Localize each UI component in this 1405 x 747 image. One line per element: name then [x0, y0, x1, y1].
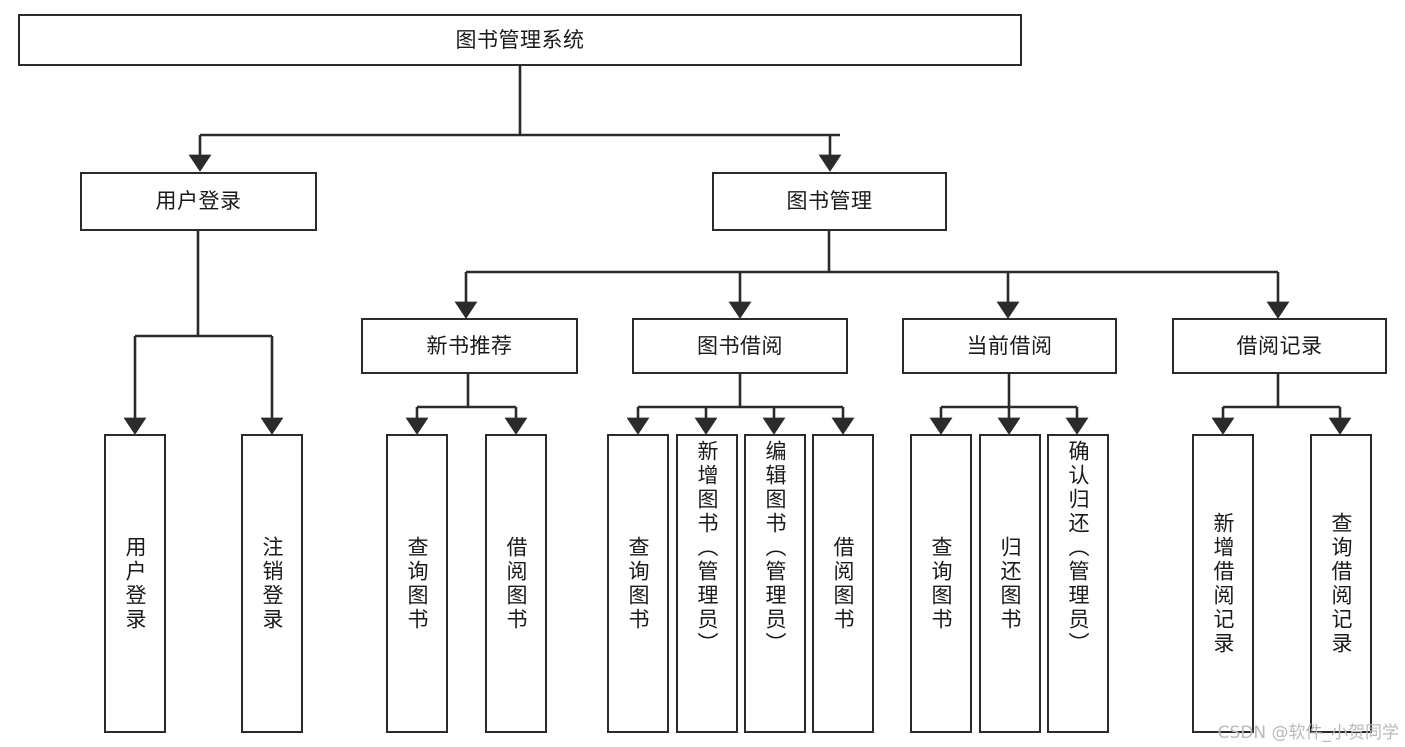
leaf-current-query-book[interactable]: 查询图书 — [910, 434, 972, 733]
leaf-current-confirm-return[interactable]: 确认归还（管理员） — [1047, 434, 1109, 733]
leaf-current-confirm-return-label: 确认归还（管理员） — [1066, 440, 1091, 656]
node-book-management-label: 图书管理 — [786, 189, 873, 214]
leaf-borrow-edit-book[interactable]: 编辑图书（管理员） — [744, 434, 806, 733]
node-current-borrow-label: 当前借阅 — [966, 333, 1053, 358]
node-borrow-record[interactable]: 借阅记录 — [1172, 318, 1387, 374]
leaf-current-return-book-label: 归还图书 — [998, 535, 1023, 632]
node-user-login-label: 用户登录 — [155, 189, 242, 214]
node-root[interactable]: 图书管理系统 — [18, 14, 1022, 66]
leaf-current-return-book[interactable]: 归还图书 — [979, 434, 1041, 733]
node-new-book-recommend[interactable]: 新书推荐 — [361, 318, 578, 374]
leaf-new-book-borrow[interactable]: 借阅图书 — [485, 434, 547, 733]
leaf-borrow-edit-book-label: 编辑图书（管理员） — [763, 440, 788, 656]
leaf-user-login-login-label: 用户登录 — [123, 535, 148, 632]
node-book-borrow-label: 图书借阅 — [697, 333, 783, 358]
node-root-label: 图书管理系统 — [455, 27, 585, 52]
leaf-borrow-borrow-book-label: 借阅图书 — [831, 535, 856, 632]
node-book-management[interactable]: 图书管理 — [712, 172, 947, 231]
leaf-borrow-query-book-label: 查询图书 — [626, 535, 651, 632]
leaf-record-add-label: 新增借阅记录 — [1211, 511, 1236, 656]
leaf-user-login-login[interactable]: 用户登录 — [104, 434, 166, 733]
leaf-user-login-logout-label: 注销登录 — [260, 535, 285, 632]
node-borrow-record-label: 借阅记录 — [1236, 333, 1323, 358]
leaf-borrow-query-book[interactable]: 查询图书 — [607, 434, 669, 733]
leaf-user-login-logout[interactable]: 注销登录 — [241, 434, 303, 733]
leaf-current-query-book-label: 查询图书 — [929, 535, 954, 632]
node-current-borrow[interactable]: 当前借阅 — [902, 318, 1117, 374]
watermark-text: CSDN @软件_小贺同学 — [1217, 723, 1399, 743]
leaf-new-book-borrow-label: 借阅图书 — [504, 535, 529, 632]
node-user-login[interactable]: 用户登录 — [80, 172, 317, 231]
leaf-new-book-query-label: 查询图书 — [405, 535, 430, 632]
leaf-record-add[interactable]: 新增借阅记录 — [1192, 434, 1254, 733]
leaf-borrow-borrow-book[interactable]: 借阅图书 — [812, 434, 874, 733]
leaf-borrow-add-book-label: 新增图书（管理员） — [695, 440, 720, 656]
leaf-new-book-query[interactable]: 查询图书 — [386, 434, 448, 733]
leaf-record-query[interactable]: 查询借阅记录 — [1310, 434, 1372, 733]
leaf-record-query-label: 查询借阅记录 — [1329, 511, 1354, 656]
node-book-borrow[interactable]: 图书借阅 — [632, 318, 848, 374]
node-new-book-recommend-label: 新书推荐 — [426, 333, 513, 358]
leaf-borrow-add-book[interactable]: 新增图书（管理员） — [676, 434, 738, 733]
